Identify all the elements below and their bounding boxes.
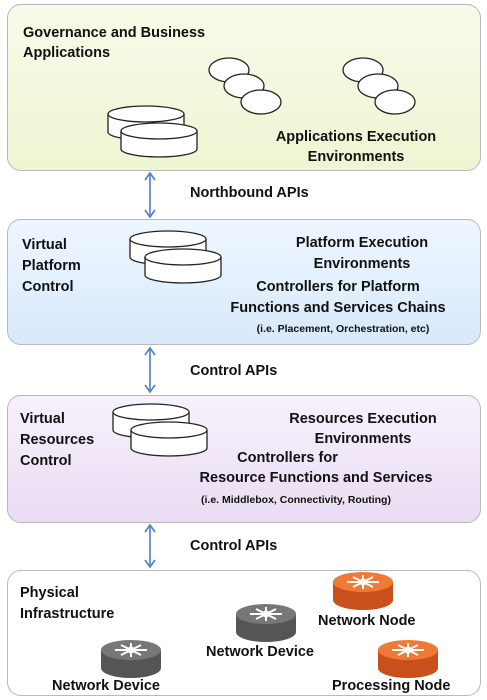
resources-title-line1: Virtual xyxy=(20,411,65,427)
platform-exec-env-line1: Platform Execution xyxy=(295,235,429,251)
app-environments-bubbles-right xyxy=(342,57,416,115)
platform-title-line2: Platform xyxy=(22,258,81,274)
app-exec-env-line2: Environments xyxy=(307,149,405,165)
control-api-arrow-1 xyxy=(144,346,156,394)
network-node-router-icon xyxy=(332,571,394,611)
control-api-arrow-2 xyxy=(144,523,156,569)
processing-node-label: Processing Node xyxy=(332,678,451,694)
governance-title-line2: Applications xyxy=(23,45,111,61)
platform-title-line3: Control xyxy=(22,279,74,295)
app-environments-bubbles-left xyxy=(208,57,282,115)
resources-controllers-note: (i.e. Middlebox, Connectivity, Routing) xyxy=(201,494,391,506)
control-api-label-2: Control APIs xyxy=(190,538,278,554)
resources-controllers-line2: Resource Functions and Services xyxy=(199,470,433,486)
resources-controllers-line1: Controllers for xyxy=(237,450,338,466)
resources-exec-env-line2: Environments xyxy=(314,431,412,447)
network-node-label: Network Node xyxy=(318,613,416,629)
network-device-left-label: Network Device xyxy=(52,678,160,694)
governance-title-line1: Governance and Business xyxy=(23,25,206,41)
resources-layer xyxy=(7,395,481,523)
northbound-arrow xyxy=(144,171,156,219)
physical-title-line2: Infrastructure xyxy=(20,606,115,622)
network-device-mid-label: Network Device xyxy=(206,644,314,660)
platform-layer xyxy=(7,219,481,345)
platform-controllers-line2: Functions and Services Chains xyxy=(230,300,446,316)
governance-storage-icon xyxy=(107,105,198,158)
app-exec-env-line1: Applications Execution xyxy=(275,129,437,145)
platform-controllers-line1: Controllers for Platform xyxy=(256,279,420,295)
resources-title-line3: Control xyxy=(20,453,72,469)
platform-controllers-note: (i.e. Placement, Orchestration, etc) xyxy=(256,323,430,335)
network-device-left-router-icon xyxy=(100,639,162,679)
platform-title-line1: Virtual xyxy=(22,237,67,253)
resources-title-line2: Resources xyxy=(20,432,95,448)
resources-exec-env-line1: Resources Execution xyxy=(289,411,437,427)
control-api-label-1: Control APIs xyxy=(190,363,278,379)
network-device-mid-router-icon xyxy=(235,603,297,643)
platform-exec-env-line2: Environments xyxy=(313,256,411,272)
processing-node-router-icon xyxy=(377,639,439,679)
northbound-api-label: Northbound APIs xyxy=(190,185,309,201)
physical-title-line1: Physical xyxy=(20,585,79,601)
